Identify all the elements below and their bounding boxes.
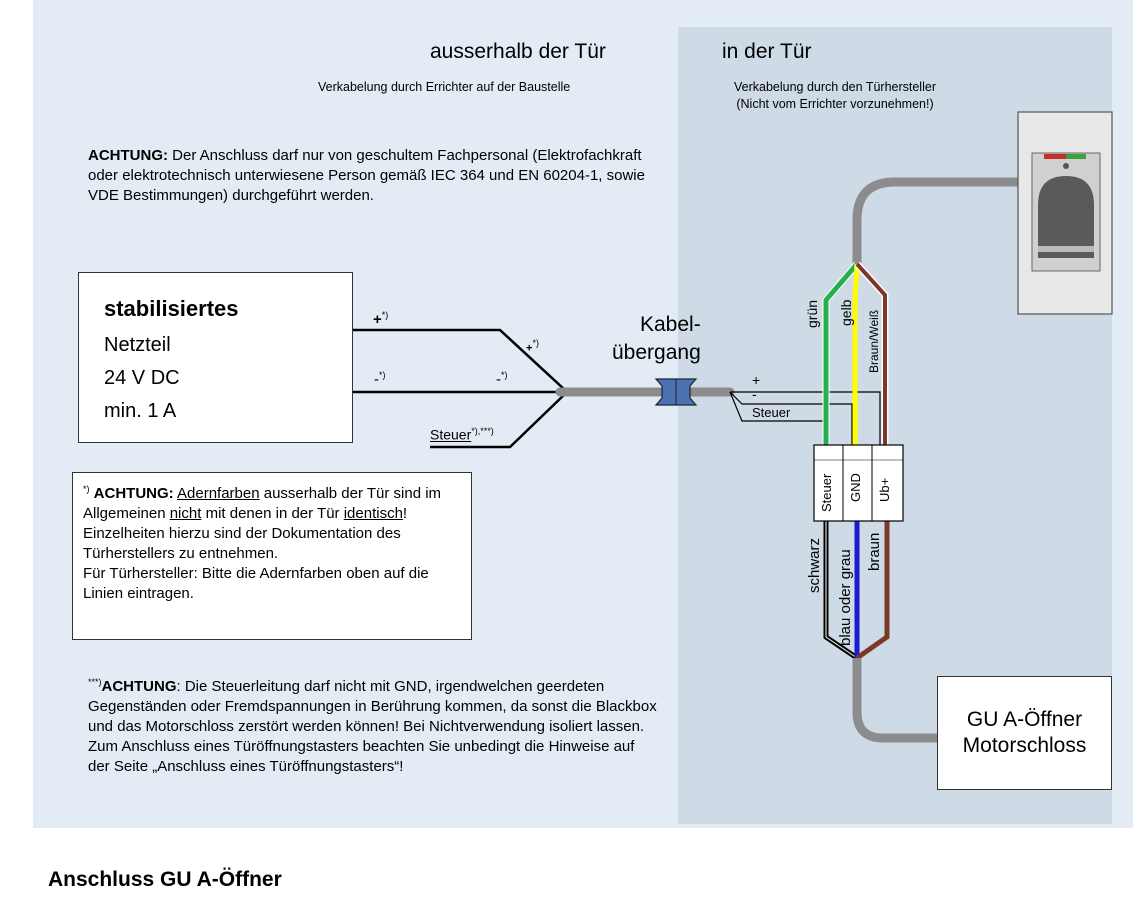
warning-top-label: ACHTUNG: [88,147,168,164]
cable-transition-line1: Kabel- [640,313,701,336]
crossed-wires-mark: +*) [526,338,539,355]
steuer-outside-label: Steuer*),***) [430,426,494,443]
wire-label-blue: blau oder grau [837,549,854,646]
wire-plus-outside [353,328,566,391]
psu-line1: Netzteil [104,334,171,356]
wire-label-green: grün [804,299,820,328]
wire-label-brownwhite: Braun/Weiß [867,309,881,373]
outside-title: ausserhalb der Tür [430,40,606,63]
minus-wire-label: -*) [496,370,508,388]
cable-to-lock [852,658,937,743]
terminal-block [813,444,904,522]
terminal-gnd: GND [848,473,863,502]
cable-transition-line2: übergang [612,341,701,364]
inside-minus-label: - [752,386,757,402]
warning-top: ACHTUNG: Der Anschluss darf nur von gesc… [88,146,653,206]
psu-line2: 24 V DC [104,367,180,389]
warning-top-text: Der Anschluss darf nur von geschultem Fa… [88,147,645,204]
cable-to-reader [852,177,1018,268]
wire-brown [855,521,890,661]
psu-line3: min. 1 A [104,400,177,422]
lock-box-line1: GU A-Öffner [966,708,1083,731]
wire-label-brown: braun [866,532,883,571]
psu-minus-label: -*) [374,370,386,388]
lock-box-line2: Motorschloss [962,734,1087,757]
terminal-ub: Ub+ [877,477,892,502]
terminal-steuer: Steuer [819,473,834,512]
inside-title: in der Tür [722,40,812,63]
power-supply-box [78,272,353,443]
wire-label-yellow: gelb [838,299,854,326]
wire-steuer-outside [430,393,566,449]
wire-label-black: schwarz [806,537,823,593]
outside-subtitle: Verkabelung durch Errichter auf der Baus… [318,80,571,94]
wire-yellow [852,263,860,445]
inside-subtitle-1: Verkabelung durch den Türhersteller [734,80,936,94]
note-box: *) ACHTUNG: Adernfarben ausserhalb der T… [72,472,472,640]
inside-plus-label: + [752,372,761,388]
wire-green [823,262,859,445]
lock-box: GU A-Öffner Motorschloss [937,676,1112,790]
psu-title: stabilisiertes [104,296,239,321]
inside-steuer-label: Steuer [752,405,791,420]
psu-plus-label: +*) [373,310,389,328]
inside-subtitle-2: (Nicht vom Errichter vorzunehmen!) [736,97,934,111]
wire-brownwhite [855,262,887,445]
footer-title: Anschluss GU A-Öffner [48,868,282,891]
warning-bottom: ***)ACHTUNG: Die Steuerleitung darf nich… [88,677,657,775]
